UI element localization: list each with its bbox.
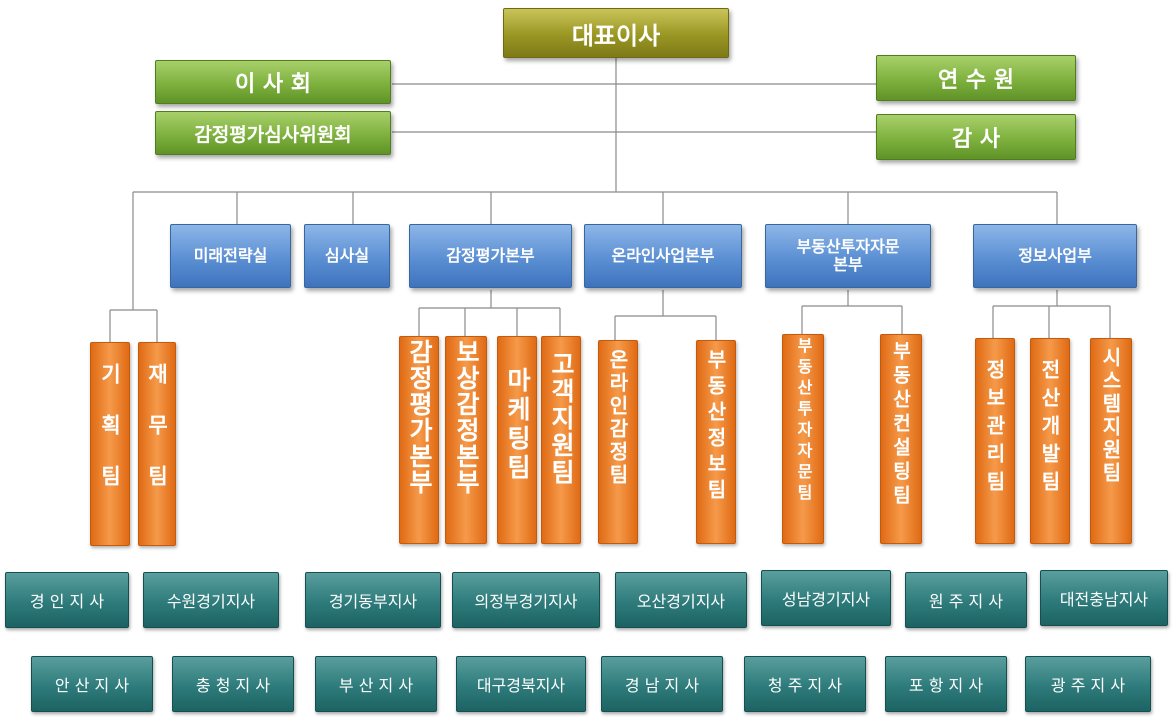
institute-label: 연 수 원 bbox=[937, 68, 1015, 93]
branch-office: 경 인 지 사 bbox=[5, 572, 129, 628]
board-label: 이 사 회 bbox=[234, 72, 312, 97]
audit-label: 감 사 bbox=[951, 127, 1001, 152]
team-box: 정보관리팀 bbox=[975, 338, 1015, 544]
team-box: 온라인감정팀 bbox=[598, 340, 638, 544]
team-label: 전산개발팀 bbox=[1037, 359, 1062, 499]
audit-box: 감 사 bbox=[876, 114, 1076, 160]
team-box: 시스템지원팀 bbox=[1090, 338, 1132, 544]
institute-box: 연 수 원 bbox=[876, 55, 1076, 101]
team-label: 마케팅팀 bbox=[503, 367, 532, 483]
branch-office: 대전충남지사 bbox=[1040, 570, 1168, 626]
division-label: 심사실 bbox=[324, 246, 370, 265]
branch-office: 원 주 지 사 bbox=[905, 572, 1027, 628]
branch-office: 부 산 지 사 bbox=[315, 656, 437, 712]
branch-label: 성남경기지사 bbox=[781, 590, 871, 609]
branch-office: 대구경북지사 bbox=[456, 656, 586, 712]
board-box: 이 사 회 bbox=[155, 60, 391, 104]
branch-office: 안 산 지 사 bbox=[31, 656, 153, 712]
branch-label: 대전충남지사 bbox=[1059, 590, 1149, 609]
branch-office: 청 주 지 사 bbox=[744, 656, 866, 712]
team-label: 감정평가본부 bbox=[405, 339, 434, 495]
team-box: 감정평가본부 bbox=[399, 336, 439, 544]
branch-label: 충 청 지 사 bbox=[195, 676, 271, 695]
branch-label: 경 남 지 사 bbox=[624, 676, 700, 695]
division-box: 부동산투자자문 본부 bbox=[765, 224, 931, 288]
team-box: 보상감정본부 bbox=[445, 336, 487, 544]
team-label: 정보관리팀 bbox=[982, 359, 1007, 499]
team-box: 마케팅팀 bbox=[497, 336, 537, 544]
branch-label: 광 주 지 사 bbox=[1050, 676, 1126, 695]
branch-label: 포 항 지 사 bbox=[908, 676, 984, 695]
branch-label: 부 산 지 사 bbox=[338, 676, 414, 695]
division-box: 심사실 bbox=[304, 224, 390, 288]
team-label: 고객지원팀 bbox=[547, 351, 576, 486]
division-label: 정보사업부 bbox=[1018, 246, 1092, 265]
branch-label: 청 주 지 사 bbox=[767, 676, 843, 695]
branch-label: 오산경기지사 bbox=[636, 592, 726, 611]
team-label: 부동산투자자문팀 bbox=[794, 337, 813, 505]
branch-office: 오산경기지사 bbox=[615, 572, 747, 628]
team-box: 재무팀 bbox=[138, 342, 176, 546]
division-box: 감정평가본부 bbox=[409, 224, 572, 288]
team-box: 부동산컨설팅팀 bbox=[880, 334, 922, 544]
team-label: 재무팀 bbox=[145, 363, 169, 516]
division-box: 미래전략실 bbox=[170, 224, 291, 288]
team-label: 온라인감정팀 bbox=[605, 349, 630, 487]
branch-office: 수원경기지사 bbox=[143, 572, 279, 628]
branch-office: 광 주 지 사 bbox=[1025, 656, 1151, 712]
branch-label: 의정부경기지사 bbox=[474, 592, 578, 611]
appraisal-committee-box: 감정평가심사위원회 bbox=[155, 111, 391, 155]
branch-office: 의정부경기지사 bbox=[452, 572, 600, 628]
branch-office: 포 항 지 사 bbox=[885, 656, 1007, 712]
ceo-box: 대표이사 bbox=[503, 8, 729, 58]
division-box: 정보사업부 bbox=[973, 224, 1137, 288]
branch-office: 경 남 지 사 bbox=[601, 656, 723, 712]
team-label: 부동산컨설팅팀 bbox=[889, 341, 912, 509]
team-box: 전산개발팀 bbox=[1030, 338, 1070, 544]
branch-label: 경기동부지사 bbox=[328, 592, 418, 611]
division-box: 온라인사업본부 bbox=[584, 224, 742, 288]
branch-office: 성남경기지사 bbox=[761, 570, 891, 626]
team-box: 부동산투자자문팀 bbox=[782, 334, 824, 544]
division-label: 온라인사업본부 bbox=[611, 246, 715, 265]
team-label: 보상감정본부 bbox=[452, 339, 481, 495]
branch-label: 원 주 지 사 bbox=[928, 592, 1004, 611]
branch-label: 안 산 지 사 bbox=[54, 676, 130, 695]
branch-label: 수원경기지사 bbox=[166, 592, 256, 611]
division-label: 부동산투자자문 본부 bbox=[796, 237, 900, 274]
team-label: 시스템지원팀 bbox=[1098, 347, 1123, 485]
team-label: 기획팀 bbox=[98, 363, 122, 516]
team-box: 고객지원팀 bbox=[541, 336, 581, 544]
branch-office: 충 청 지 사 bbox=[172, 656, 294, 712]
ceo-label: 대표이사 bbox=[571, 21, 661, 50]
appraisal-committee-label: 감정평가심사위원회 bbox=[194, 123, 352, 146]
branch-label: 대구경북지사 bbox=[476, 676, 566, 695]
division-label: 미래전략실 bbox=[193, 246, 268, 265]
division-label: 감정평가본부 bbox=[446, 246, 535, 265]
team-box: 기획팀 bbox=[90, 342, 130, 546]
team-label: 부동산정보팀 bbox=[703, 349, 728, 505]
team-box: 부동산정보팀 bbox=[696, 340, 736, 544]
branch-office: 경기동부지사 bbox=[305, 572, 441, 628]
branch-label: 경 인 지 사 bbox=[29, 592, 105, 611]
